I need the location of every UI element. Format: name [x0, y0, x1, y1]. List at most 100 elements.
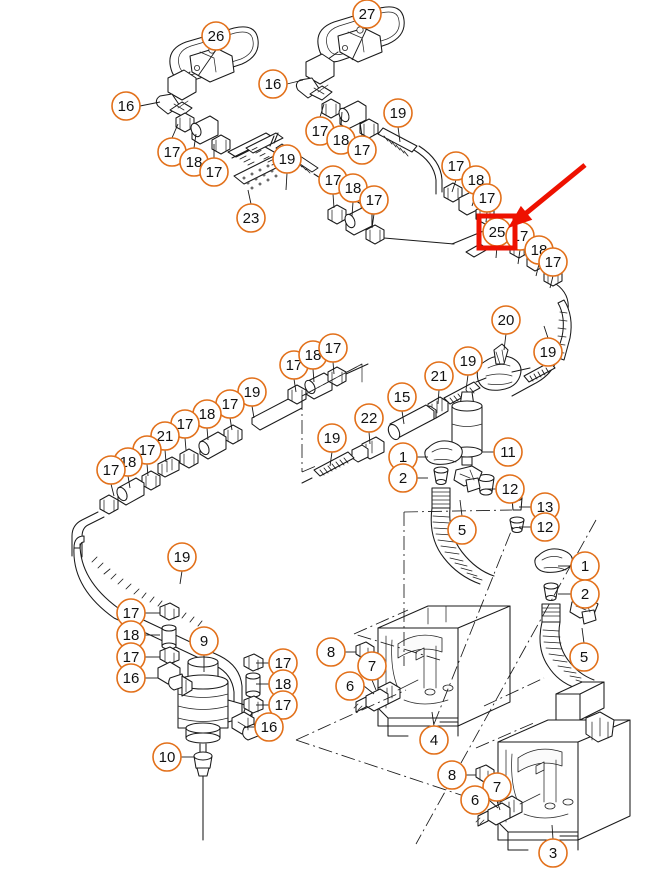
callout-17[interactable]: 17 — [199, 157, 229, 187]
callout-circle — [424, 361, 454, 391]
callout-12[interactable]: 12 — [530, 512, 560, 542]
callout-leader — [363, 685, 375, 695]
callout-circle — [387, 382, 417, 412]
callout-number: 6 — [346, 678, 354, 695]
callout-19[interactable]: 19 — [237, 377, 267, 407]
pump-assembly-9 — [177, 656, 253, 841]
callout-23[interactable]: 23 — [236, 203, 266, 233]
callout-19[interactable]: 19 — [317, 423, 347, 453]
callout-number: 17 — [448, 158, 465, 175]
hose-train-right-upper — [321, 98, 443, 195]
callout-17[interactable]: 17 — [347, 135, 377, 165]
callout-7[interactable]: 7 — [357, 651, 387, 681]
callout-leader — [535, 263, 540, 277]
callout-number: 17 — [286, 357, 303, 374]
callout-circle — [419, 725, 449, 755]
callout-number: 19 — [279, 151, 296, 168]
callout-leader — [229, 417, 233, 431]
callout-10[interactable]: 10 — [152, 742, 182, 772]
callout-18[interactable]: 18 — [116, 620, 146, 650]
callout-number: 23 — [243, 210, 260, 227]
callout-19[interactable]: 19 — [453, 346, 483, 376]
construction-lines-mid — [301, 363, 363, 473]
callout-number: 6 — [471, 792, 479, 809]
callout-leader — [451, 179, 457, 193]
callout-number: 17 — [139, 442, 156, 459]
callout-number: 17 — [366, 192, 383, 209]
callout-19[interactable]: 19 — [533, 337, 563, 367]
callout-number: 12 — [502, 481, 519, 498]
callout-16[interactable]: 16 — [258, 69, 288, 99]
callout-17[interactable]: 17 — [538, 247, 568, 277]
callout-leader — [247, 189, 252, 205]
callout-16[interactable]: 16 — [254, 712, 284, 742]
callout-number: 4 — [430, 732, 438, 749]
callout-leader — [401, 410, 405, 425]
callout-26[interactable]: 26 — [201, 21, 231, 51]
callout-16[interactable]: 16 — [111, 91, 141, 121]
callout-17[interactable]: 17 — [472, 183, 502, 213]
callout-17[interactable]: 17 — [116, 642, 146, 672]
callout-2[interactable]: 2 — [388, 463, 418, 493]
callout-19[interactable]: 19 — [383, 98, 413, 128]
callout-number: 12 — [537, 519, 554, 536]
callout-9[interactable]: 9 — [189, 626, 219, 656]
callout-19[interactable]: 19 — [272, 144, 302, 174]
callout-leader — [312, 368, 315, 383]
callout-8[interactable]: 8 — [316, 637, 346, 667]
callout-number: 17 — [312, 123, 329, 140]
callout-17[interactable]: 17 — [215, 389, 245, 419]
callout-circle — [318, 333, 348, 363]
callout-17[interactable]: 17 — [268, 690, 298, 720]
callout-leader — [581, 627, 585, 644]
callout-19[interactable]: 19 — [167, 542, 197, 572]
callout-leader — [549, 275, 554, 289]
callout-5[interactable]: 5 — [569, 642, 599, 672]
callout-leader — [251, 405, 255, 419]
callout-3[interactable]: 3 — [538, 838, 568, 868]
callout-number: 17 — [177, 416, 194, 433]
callout-circle — [530, 512, 560, 542]
callout-20[interactable]: 20 — [491, 305, 521, 335]
callout-circle — [258, 69, 288, 99]
callout-21[interactable]: 21 — [424, 361, 454, 391]
callout-11[interactable]: 11 — [493, 437, 523, 467]
callout-6[interactable]: 6 — [335, 671, 365, 701]
callout-7[interactable]: 7 — [482, 772, 512, 802]
callout-leader — [329, 451, 333, 467]
callout-leader — [371, 213, 375, 229]
callout-circle — [347, 135, 377, 165]
callout-22[interactable]: 22 — [354, 403, 384, 433]
callout-17[interactable]: 17 — [157, 137, 187, 167]
callout-leader — [319, 103, 325, 118]
callout-leader — [197, 49, 217, 77]
callout-5[interactable]: 5 — [447, 515, 477, 545]
callout-2[interactable]: 2 — [570, 579, 600, 609]
callout-number: 19 — [460, 353, 477, 370]
callout-8[interactable]: 8 — [437, 760, 467, 790]
callout-leader — [359, 121, 363, 137]
callout-6[interactable]: 6 — [460, 785, 490, 815]
callout-number: 18 — [275, 676, 292, 693]
callout-18[interactable]: 18 — [192, 399, 222, 429]
callout-17[interactable]: 17 — [359, 185, 389, 215]
callout-1[interactable]: 1 — [570, 551, 600, 581]
callout-27[interactable]: 27 — [352, 0, 382, 29]
callout-number: 15 — [394, 389, 411, 406]
callout-leader — [397, 126, 401, 143]
callout-17[interactable]: 17 — [96, 455, 126, 485]
callout-4[interactable]: 4 — [419, 725, 449, 755]
callout-17[interactable]: 17 — [318, 333, 348, 363]
callout-circle — [538, 247, 568, 277]
callout-15[interactable]: 15 — [387, 382, 417, 412]
nozzle-assembly-27 — [295, 6, 405, 101]
callout-16[interactable]: 16 — [116, 663, 146, 693]
callout-circle — [317, 423, 347, 453]
callout-leader — [465, 374, 469, 391]
coupler-21-hose-15 — [301, 396, 449, 484]
callout-leader — [431, 711, 435, 727]
callout-leader — [503, 333, 507, 351]
callout-12[interactable]: 12 — [495, 474, 525, 504]
callout-circle — [96, 455, 126, 485]
callout-number: 25 — [489, 224, 506, 241]
